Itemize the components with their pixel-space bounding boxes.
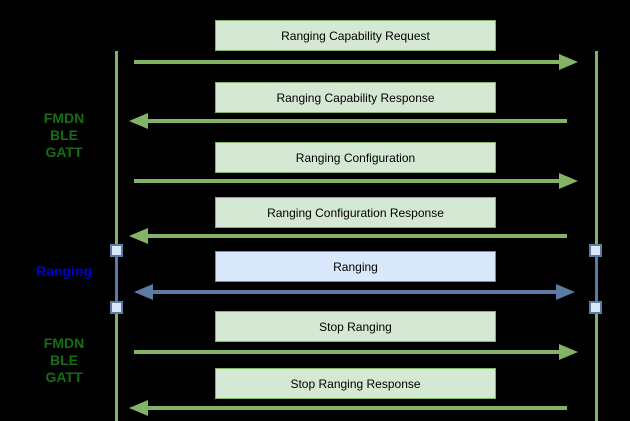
phase-label-line: FMDN [43,110,85,126]
message-label: Stop Ranging [319,319,392,334]
message-label: Ranging Configuration [295,150,416,165]
activation-endpoint-icon [110,301,123,314]
lifeline-left [115,51,118,421]
activation-endpoint-icon [589,244,602,257]
message-label: Ranging Capability Response [276,90,435,105]
phase-label-line: BLE [50,352,78,368]
arrow-head-right-icon [559,344,578,360]
phase-label-line: GATT [45,369,83,385]
arrow-head-left-icon [129,400,148,416]
phase-label-line: Ranging [36,263,92,279]
arrow-head-left-icon [129,228,148,244]
arrow-head-left-icon [129,113,148,129]
arrow-head-left-icon [134,284,153,300]
phase-label-fmdn-ble-gatt-top: FMDN BLE GATT [0,110,128,161]
message-label: Ranging Configuration Response [267,205,444,220]
arrow-shaft [134,350,565,354]
message-box-stop-ranging: Stop Ranging [215,311,496,342]
message-label: Ranging Capability Request [281,28,430,43]
arrow-right-icon [134,344,578,360]
message-box-ranging-capability-response: Ranging Capability Response [215,82,496,113]
message-label: Ranging [333,259,378,274]
arrow-right-icon [134,173,578,189]
arrow-shaft [134,60,565,64]
phase-label-line: GATT [45,144,83,160]
arrow-shaft [147,290,562,294]
phase-label-line: FMDN [43,335,85,351]
phase-label-line: BLE [50,127,78,143]
phase-label-ranging: Ranging [0,263,128,280]
message-box-ranging-configuration-response: Ranging Configuration Response [215,197,496,228]
arrow-shaft [142,234,567,238]
ranging-activation-left [115,250,118,308]
activation-endpoint-icon [110,244,123,257]
arrow-head-right-icon [559,173,578,189]
arrow-left-icon [129,113,567,129]
phase-label-fmdn-ble-gatt-bottom: FMDN BLE GATT [0,335,128,386]
arrow-head-right-icon [556,284,575,300]
message-label: Stop Ranging Response [290,376,421,391]
arrow-shaft [134,179,565,183]
ranging-activation-right [595,250,598,308]
message-box-ranging: Ranging [215,251,496,282]
arrow-left-icon [129,228,567,244]
arrow-head-right-icon [559,54,578,70]
arrow-shaft [142,119,567,123]
arrow-right-icon [134,54,578,70]
arrow-bidirectional-icon [134,284,575,300]
arrow-left-icon [129,400,567,416]
message-box-ranging-configuration: Ranging Configuration [215,142,496,173]
message-box-stop-ranging-response: Stop Ranging Response [215,368,496,399]
arrow-shaft [142,406,567,410]
lifeline-right [595,51,598,421]
message-box-ranging-capability-request: Ranging Capability Request [215,20,496,51]
activation-endpoint-icon [589,301,602,314]
